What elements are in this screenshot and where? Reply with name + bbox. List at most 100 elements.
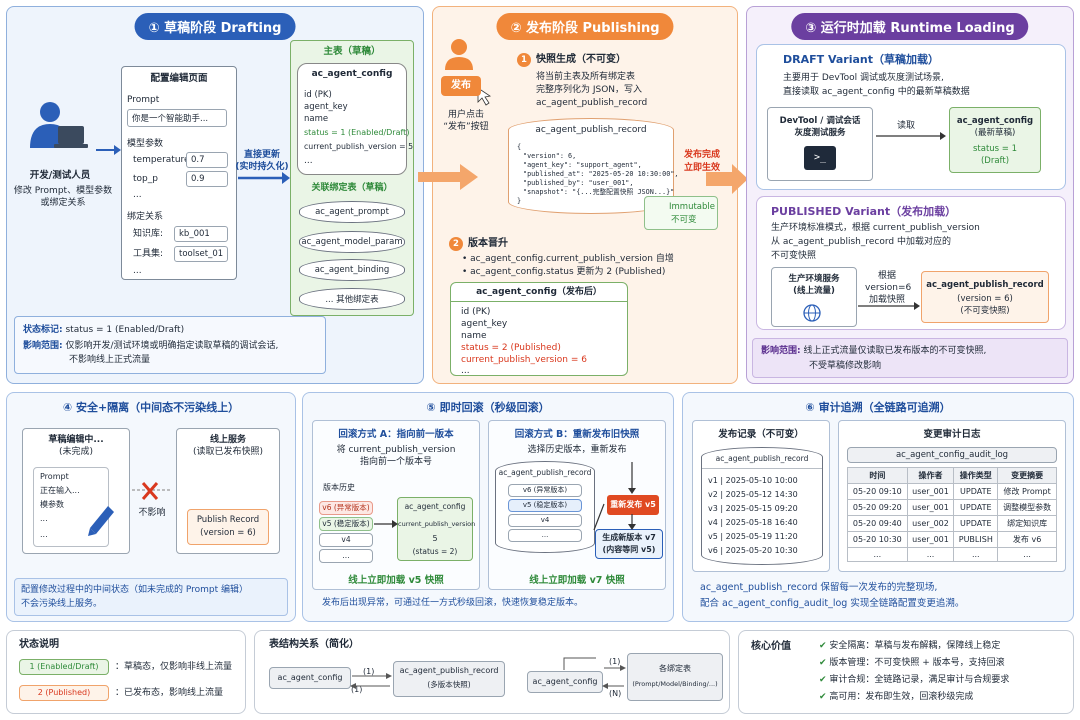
new-version-box: 生成新版本 v7 (内容等同 v5) — [595, 529, 663, 559]
a-version-v4: v4 — [319, 533, 373, 547]
after-status: status = 2 (Published) — [461, 343, 561, 353]
json-line-2: "version": 6, — [523, 152, 577, 160]
rollback-a-desc-1: 将 current_publish_version — [336, 445, 456, 455]
legend-status-1-desc: ：草稿态，仅影响非线上流量 — [115, 662, 233, 672]
check-icon: ✔ — [819, 692, 827, 702]
pub-row-5-time: 2025-05-19 11:20 — [725, 532, 798, 541]
json-line-4: "published_at": "2025-05-20 10:30:00", — [523, 170, 679, 178]
publish-log-title: 发布记录（不可变） — [718, 429, 804, 440]
rollback-foot: 发布后出现异常，可通过任一方式秒级回滚，快速恢复稳定版本。 — [322, 598, 584, 608]
rel-config-box-1: ac_agent_config — [269, 667, 351, 689]
b-record-name: ac_agent_publish_record — [498, 468, 592, 477]
rollback-a-desc-2: 指向前一个版本号 — [359, 457, 432, 467]
core-value-panel: 核心价值 ✔ 安全隔离：草稿与发布解耦，保障线上稳定 ✔ 版本管理：不可变快照 … — [738, 630, 1074, 714]
pub-row-4: v4 | 2025-05-18 16:40 — [708, 518, 798, 527]
audit-log-title: 变更审计日志 — [923, 429, 981, 440]
kb-input[interactable]: kb_001 — [174, 226, 228, 242]
toolset-input[interactable]: toolset_01 — [174, 246, 228, 262]
publish-log-divider — [702, 468, 822, 469]
pub-box-3: (不可变快照) — [960, 306, 1010, 316]
legend-panel: 状态说明 1 (Enabled/Draft) ：草稿态，仅影响非线上流量 2 (… — [6, 630, 246, 714]
immutable-badge: Immutable 不可变 — [644, 196, 718, 230]
load-label-2: version=6 — [865, 283, 912, 293]
devtool-box: DevTool / 调试会话 灰度测试服务 >_ — [767, 107, 873, 181]
impact-label: 影响范围: — [23, 341, 63, 351]
after-more: ... — [461, 366, 470, 376]
b-version-v4: v4 — [508, 514, 582, 527]
main-table-card: ac_agent_config id (PK) agent_key name s… — [297, 63, 413, 175]
rollback-b-title: 回滚方式 B：重新发布旧快照 — [514, 429, 640, 440]
b-version-v5: v5 (稳定版本) — [508, 499, 582, 512]
pub-row-3-ver: v3 — [708, 504, 718, 513]
isolation-note: 配置修改过程中的中间状态（如未完成的 Prompt 编辑） 不会污染线上服务。 — [14, 578, 288, 616]
edit-line-4: ... — [40, 514, 48, 523]
main-cpv-field: current_publish_version = 5 — [304, 142, 414, 151]
impact-value-1: 仅影响开发/测试环境或明确指定读取草稿的调试会话, — [65, 341, 279, 351]
relations-title: 表结构关系（简化） — [269, 639, 359, 650]
isolation-foot-2: 不会污染线上服务。 — [21, 599, 103, 609]
impact-line: 影响范围: 仅影响开发/测试环境或明确指定读取草稿的调试会话, — [23, 341, 278, 352]
pub-row-5-ver: v5 — [708, 532, 718, 541]
devtool-label-1: DevTool / 调试会话 — [779, 116, 861, 126]
developer-desc-2: 或绑定关系 — [40, 198, 86, 208]
online-record-2: (version = 6) — [200, 528, 256, 538]
config-after-publish: ac_agent_config（发布后） id (PK) agent_key n… — [450, 282, 628, 376]
prompt-input[interactable]: 你是一个智能助手... — [127, 109, 227, 127]
rel-record-box: ac_agent_publish_record (多版本快照) — [393, 661, 505, 697]
pub-row-2-time: 2025-05-12 14:30 — [725, 490, 798, 499]
publish-record-name: ac_agent_publish_record — [535, 125, 647, 135]
edit-line-3: 模参数 — [40, 500, 64, 509]
a-config-box: ac_agent_config current_publish_version … — [397, 497, 476, 561]
relations-panel: 表结构关系（简化） ac_agent_config (1) (1) ac_age… — [254, 630, 730, 714]
bind-table-more: ... 其他绑定表 — [299, 288, 405, 310]
panel-rollback-title: ⑤ 即时回滚（秒级回滚） — [426, 401, 550, 414]
user-click-2: “发布”按钮 — [443, 122, 489, 132]
pub-row-3: v3 | 2025-05-15 09:20 — [708, 504, 798, 513]
legend-status-1: 1 (Enabled/Draft) — [19, 659, 109, 675]
republish-button[interactable]: 重新发布 v5 — [607, 495, 659, 515]
prompt-label: Prompt — [127, 95, 160, 105]
publish-button[interactable]: 发布 — [441, 76, 481, 96]
top-p-input[interactable]: 0.9 — [186, 171, 228, 187]
edit-line-5: ... — [40, 530, 48, 539]
online-record-1: Publish Record — [196, 515, 260, 525]
check-icon: ✔ — [819, 675, 827, 685]
pub-box-2: (version = 6) — [957, 294, 1013, 304]
panel-runtime-title: ③ 运行时加载 Runtime Loading — [791, 13, 1029, 40]
bind-table-model-param: ac_agent_model_param — [299, 231, 405, 253]
rollback-b-desc: 选择历史版本，重新发布 — [527, 445, 627, 455]
terminal-icon: >_ — [804, 146, 836, 170]
legend-title: 状态说明 — [19, 639, 59, 650]
rel-record-1: ac_agent_publish_record — [399, 666, 499, 675]
step2-bullet-1-text: ac_agent_config.current_publish_version … — [470, 254, 674, 264]
legend-status-2-desc: ：已发布态，影响线上流量 — [115, 688, 224, 698]
pub-row-4-ver: v4 — [708, 518, 718, 527]
new-version-2: (内容等同 v5) — [602, 545, 656, 554]
bind-tables-title: 关联绑定表（草稿） — [311, 183, 393, 193]
status-mark-value: status = 1 (Enabled/Draft) — [65, 325, 185, 335]
a-config-2: current_publish_version — [398, 520, 476, 528]
pub-row-6-time: 2025-05-20 10:30 — [725, 546, 798, 555]
runtime-impact-line: 影响范围: 线上正式流量仅读取已发布版本的不可变快照, — [761, 346, 986, 357]
rollback-a-foot: 线上立即加载 v5 快照 — [348, 575, 444, 586]
step1-desc-3: ac_agent_publish_record — [536, 98, 648, 108]
b-record-cylinder: ac_agent_publish_record v6 (异常版本) v5 (稳定… — [495, 461, 595, 553]
cell: ... — [997, 547, 1057, 562]
after-field-1: id (PK) — [461, 307, 491, 317]
after-field-2: agent_key — [461, 319, 508, 329]
online-pub-record: Publish Record (version = 6) — [187, 509, 269, 545]
pub-variant-desc-2: 从 ac_agent_publish_record 中加载对应的 — [771, 237, 951, 247]
a-config-4: (status = 2) — [412, 547, 458, 556]
no-effect-label: 不影响 — [138, 508, 166, 518]
b-version-v6: v6 (异常版本) — [508, 484, 582, 497]
history-label: 版本历史 — [323, 483, 355, 492]
temperature-input[interactable]: 0.7 — [186, 152, 228, 168]
json-line-7: } — [517, 197, 522, 205]
temperature-label: temperature — [133, 155, 190, 165]
toolset-label: 工具集: — [133, 249, 164, 259]
